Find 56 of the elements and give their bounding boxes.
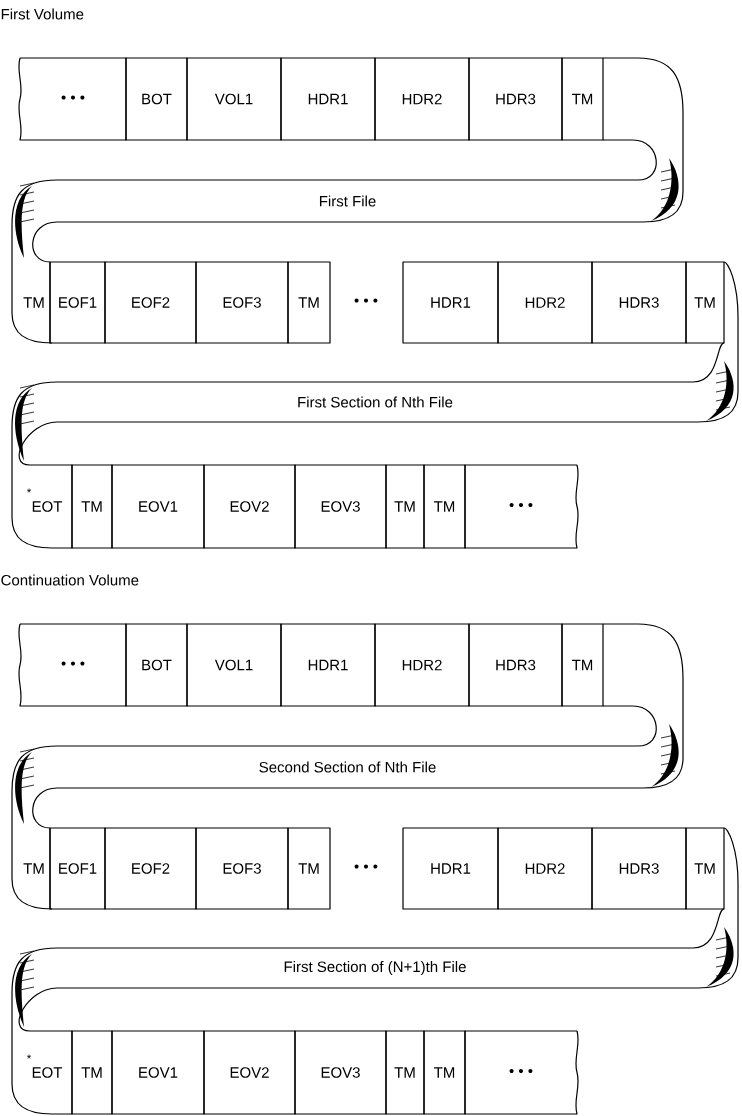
tape-block: HDR2 xyxy=(374,57,470,141)
tape-block: HDR2 xyxy=(497,261,593,344)
tape-block: TM xyxy=(685,261,725,344)
tape-band: First File xyxy=(56,179,644,223)
tape-block: TM xyxy=(423,1030,466,1115)
tape-block: • • • xyxy=(464,464,579,549)
tape-block: BOT xyxy=(125,623,188,707)
volume-heading: Continuation Volume xyxy=(1,574,139,586)
node-label: TM xyxy=(23,863,44,874)
tape-block: HDR1 xyxy=(402,827,499,910)
tape-block: TM xyxy=(385,464,425,549)
tape-block: HDR3 xyxy=(468,623,563,707)
tape-block: EOF2 xyxy=(104,827,197,910)
tape-block: VOL1 xyxy=(186,623,282,707)
tape-block: HDR2 xyxy=(497,827,593,910)
tape-block: HDR1 xyxy=(402,261,499,344)
tape-block: • • • xyxy=(464,1030,579,1115)
tape-band: First Section of (N+1)th File xyxy=(56,947,699,989)
tape-band: First Section of Nth File xyxy=(56,381,699,423)
tape-block: HDR1 xyxy=(280,57,376,141)
tape-block: BOT xyxy=(125,57,188,141)
tape-block: • • • xyxy=(18,57,127,141)
tape-band: Second Section of Nth File xyxy=(56,745,644,789)
tape-block: EOF3 xyxy=(195,261,289,344)
tape-block: HDR1 xyxy=(280,623,376,707)
tape-block: EOV1 xyxy=(111,1030,205,1115)
tape-block: HDR3 xyxy=(591,827,687,910)
tape-block: EOF3 xyxy=(195,827,289,910)
tape-block: TM xyxy=(385,1030,425,1115)
tape-block: EOF1 xyxy=(49,261,106,344)
tape-block: TM xyxy=(287,261,331,344)
ellipsis: • • • xyxy=(354,864,378,869)
node-label: TM xyxy=(23,297,44,308)
tape-block: EOF2 xyxy=(104,261,197,344)
tape-block: HDR2 xyxy=(374,623,470,707)
tape-block: TM xyxy=(423,464,466,549)
ellipsis: • • • xyxy=(354,298,378,303)
tape-block: HDR3 xyxy=(468,57,563,141)
tape-block: TM xyxy=(561,57,604,141)
footnote-mark: * xyxy=(26,1054,32,1059)
tape-block: • • • xyxy=(18,623,127,707)
tape-block: TM xyxy=(71,1030,113,1115)
tape-block: VOL1 xyxy=(186,57,282,141)
tape-block: TM xyxy=(561,623,604,707)
tape-block: EOV2 xyxy=(203,1030,296,1115)
volume-heading: First Volume xyxy=(1,8,84,20)
tape-block: EOV3 xyxy=(294,464,387,549)
tape-block: TM xyxy=(71,464,113,549)
tape-block: EOV1 xyxy=(111,464,205,549)
tape-block: TM xyxy=(287,827,331,910)
tape-block: EOV2 xyxy=(203,464,296,549)
tape-block: EOF1 xyxy=(49,827,106,910)
tape-block: HDR3 xyxy=(591,261,687,344)
tape-block: TM xyxy=(685,827,725,910)
tape-block: EOV3 xyxy=(294,1030,387,1115)
footnote-mark: * xyxy=(26,488,32,493)
